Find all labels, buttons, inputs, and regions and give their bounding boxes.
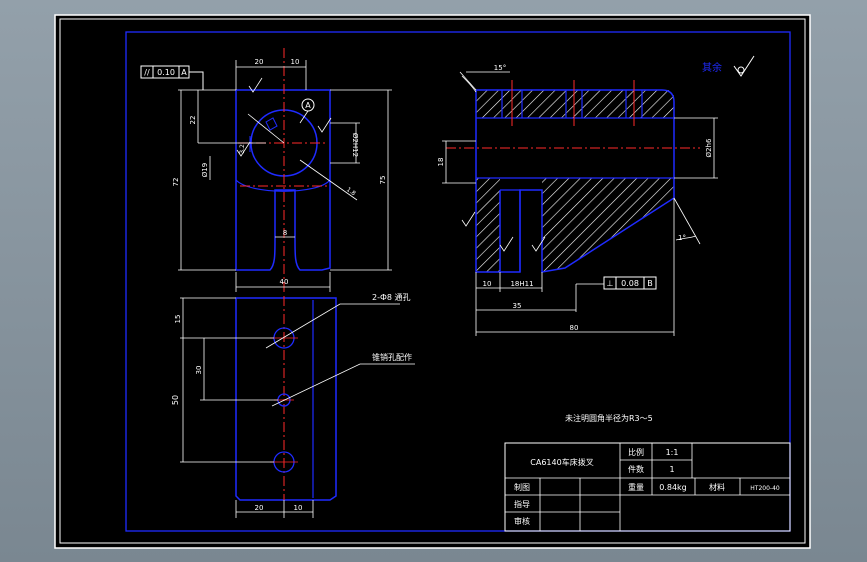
tb-drawn-label: 制图 <box>514 482 530 492</box>
perp-datum: B <box>647 279 653 288</box>
flatness-value: 0.10 <box>157 68 175 77</box>
flatness-symbol: // <box>144 68 150 77</box>
top-view: // 0.10 A <box>140 48 392 292</box>
bottom-dimension-lines <box>180 297 415 518</box>
flatness-tolerance-frame: // 0.10 A <box>140 65 204 90</box>
drawing-frame <box>125 31 791 532</box>
dim-80: 80 <box>570 324 579 332</box>
tb-qty-label: 件数 <box>628 464 644 474</box>
angle-arc-1 <box>675 235 697 241</box>
tb-guide-label: 指导 <box>514 499 530 509</box>
tb-weight-label: 重量 <box>628 482 644 492</box>
dim-20: 20 <box>255 58 264 66</box>
dim-angle-small: 1.8 <box>345 186 357 197</box>
perpendicularity-frame: ⊥ 0.08 B <box>603 276 657 290</box>
dim-10: 10 <box>291 58 300 66</box>
tb-part-name: CA6140车床拨叉 <box>530 457 593 467</box>
flatness-datum: A <box>181 68 187 77</box>
tb-scale-label: 比例 <box>628 447 644 457</box>
plate-outline <box>235 297 337 501</box>
section-view: 15° 1° 18 Ø2h6 10 18H11 35 80 ⊥ 0.08 B 其… <box>437 55 755 336</box>
fork-inner-arc <box>235 179 331 192</box>
dim-18: 18 <box>437 158 445 167</box>
sheet-border <box>59 18 806 544</box>
dim-dia2h12: Ø2H12 <box>351 133 359 157</box>
section-hole-edges <box>501 90 643 118</box>
left-leg-hatch <box>476 178 500 272</box>
title-block: CA6140车床拨叉 比例 1:1 件数 1 重量 0.84kg 材料 HT20… <box>504 442 791 532</box>
perp-value: 0.08 <box>621 279 639 288</box>
dim-18h11: 18H11 <box>510 280 533 288</box>
dim-35-section: 35 <box>513 302 522 310</box>
right-leg-hatch <box>542 178 674 272</box>
label-through-holes: 2-Ф8 通孔 <box>372 292 411 302</box>
dim-22: 22 <box>189 116 197 125</box>
upper-hatch <box>476 90 674 118</box>
roughness-marks-top <box>236 77 332 157</box>
fork-outline <box>235 89 331 271</box>
tb-material-label: 材料 <box>709 482 725 492</box>
dim-40: 40 <box>280 278 289 286</box>
section-outline <box>475 89 675 273</box>
slot-outline <box>500 189 521 272</box>
dim-20-bottom: 20 <box>255 504 264 512</box>
label-taper-pin: 锥销孔配作 <box>372 352 412 362</box>
angle-1: 1° <box>678 234 686 242</box>
dim-72: 72 <box>172 178 180 187</box>
general-note: 未注明圆角半径为R3～5 <box>565 413 653 423</box>
roughness-other-symbol <box>733 55 755 77</box>
dim-30: 30 <box>195 366 203 375</box>
tb-review-label: 审核 <box>514 516 530 526</box>
roughness-marks-section <box>461 211 546 252</box>
dim-dia2h6: Ø2h6 <box>705 138 713 157</box>
dim-15: 15 <box>174 315 182 324</box>
dim-50: 50 <box>171 395 180 405</box>
tb-weight-value: 0.84kg <box>659 483 687 492</box>
bottom-view: 15 30 50 20 10 2-Ф8 通孔 锥销孔配作 <box>171 292 415 518</box>
datum-label: A <box>305 101 311 110</box>
section-dimension-lines <box>442 71 718 336</box>
dim-10-bottom: 10 <box>294 504 303 512</box>
angle-arc-15 <box>461 75 477 93</box>
tb-material-value: HT200-40 <box>750 485 780 492</box>
tb-scale-value: 1:1 <box>666 448 679 457</box>
angle-15: 15° <box>494 64 506 72</box>
tb-qty-value: 1 <box>669 465 674 474</box>
dim-75: 75 <box>379 176 387 185</box>
section-hole-centerlines <box>511 80 635 126</box>
sheet-paper <box>54 14 811 549</box>
dim-35: 3.2 <box>239 144 246 154</box>
top-dimension-lines <box>178 60 392 292</box>
roughness-other-label: 其余 <box>702 61 722 74</box>
key-slot <box>265 117 278 131</box>
perp-symbol: ⊥ <box>607 279 614 288</box>
dim-dia19: Ø19 <box>201 163 209 177</box>
dim-10-section: 10 <box>483 280 492 288</box>
dim-8: 8 <box>283 229 287 237</box>
